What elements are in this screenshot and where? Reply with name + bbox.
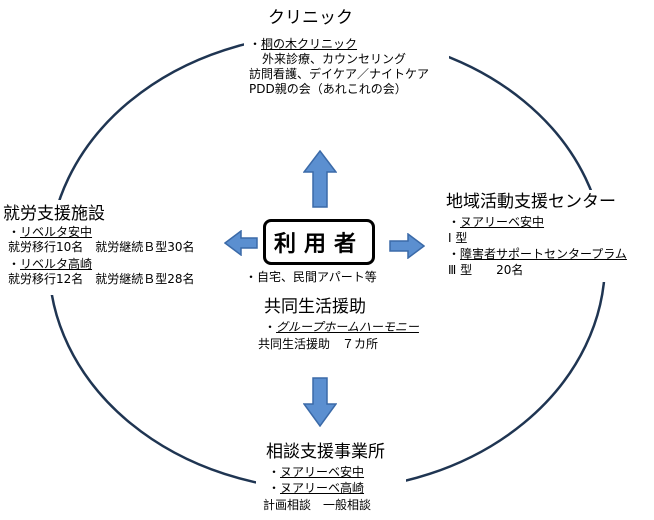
clinic-title-mask: [262, 6, 380, 34]
clinic-line-2: 外来診療、カウンセリング: [262, 52, 407, 66]
clinic-name: 桐の木クリニック: [261, 37, 358, 51]
clinic-line-1: ・桐の木クリニック: [249, 37, 358, 52]
clinic-title: クリニック: [268, 8, 353, 28]
home-note: ・自宅、民間アパート等: [245, 270, 377, 284]
group-home-name: グループホームハーモニー: [276, 320, 419, 334]
regional-title: 地域活動支援センター: [446, 192, 616, 212]
consult-title: 相談支援事業所: [266, 442, 385, 462]
employment-item-1-name: リベルタ安中: [20, 225, 93, 239]
employment-item-2-name: リベルタ高崎: [20, 257, 93, 271]
clinic-line-3: 訪問看護、デイケア／ナイトケア: [249, 67, 430, 81]
arrow-left-icon: [224, 230, 258, 256]
arrow-up-icon: [303, 150, 337, 208]
arrow-down-icon: [303, 377, 337, 427]
consult-mask: [256, 440, 406, 520]
arrow-right-icon: [389, 233, 425, 259]
employment-title: 就労支援施設: [3, 204, 105, 224]
clinic-line-4: PDD親の会（あれこれの会）: [249, 82, 407, 96]
employment-item-1: ・リベルタ安中: [8, 225, 93, 239]
consult-detail: 計画相談 一般相談: [263, 498, 372, 512]
clinic-bullet: ・: [249, 37, 262, 51]
employment-item-1-detail: 就労移行10名 就労継続Ｂ型30名: [8, 240, 195, 254]
consult-item-1: ・ヌアリーベ安中: [268, 465, 365, 479]
user-box: 利用者: [263, 219, 375, 265]
regional-item-1: ・ヌアリーベ安中: [448, 215, 545, 229]
consult-item-1-name: ヌアリーベ安中: [280, 465, 365, 479]
user-label: 利用者: [273, 232, 364, 257]
consult-item-2: ・ヌアリーベ高崎: [268, 481, 365, 495]
regional-mask: [444, 190, 654, 282]
consult-item-2-name: ヌアリーベ高崎: [280, 481, 365, 495]
regional-item-2: ・障害者サポートセンタープラム: [448, 247, 627, 261]
group-home-detail: 共同生活援助 ７カ所: [258, 337, 379, 351]
regional-item-1-type: Ⅰ 型: [448, 231, 468, 245]
regional-item-1-name: ヌアリーベ安中: [460, 215, 545, 229]
employment-mask: [0, 200, 215, 295]
group-home-title: 共同生活援助: [264, 297, 366, 317]
group-home-item: ・グループホームハーモニー: [264, 320, 419, 334]
regional-item-2-name: 障害者サポートセンタープラム: [460, 247, 627, 261]
regional-item-2-type: Ⅲ 型 20名: [448, 263, 524, 277]
clinic-body-mask: [244, 32, 449, 102]
employment-item-2-detail: 就労移行12名 就労継続Ｂ型28名: [8, 272, 195, 286]
employment-item-2: ・リベルタ高崎: [8, 257, 93, 271]
